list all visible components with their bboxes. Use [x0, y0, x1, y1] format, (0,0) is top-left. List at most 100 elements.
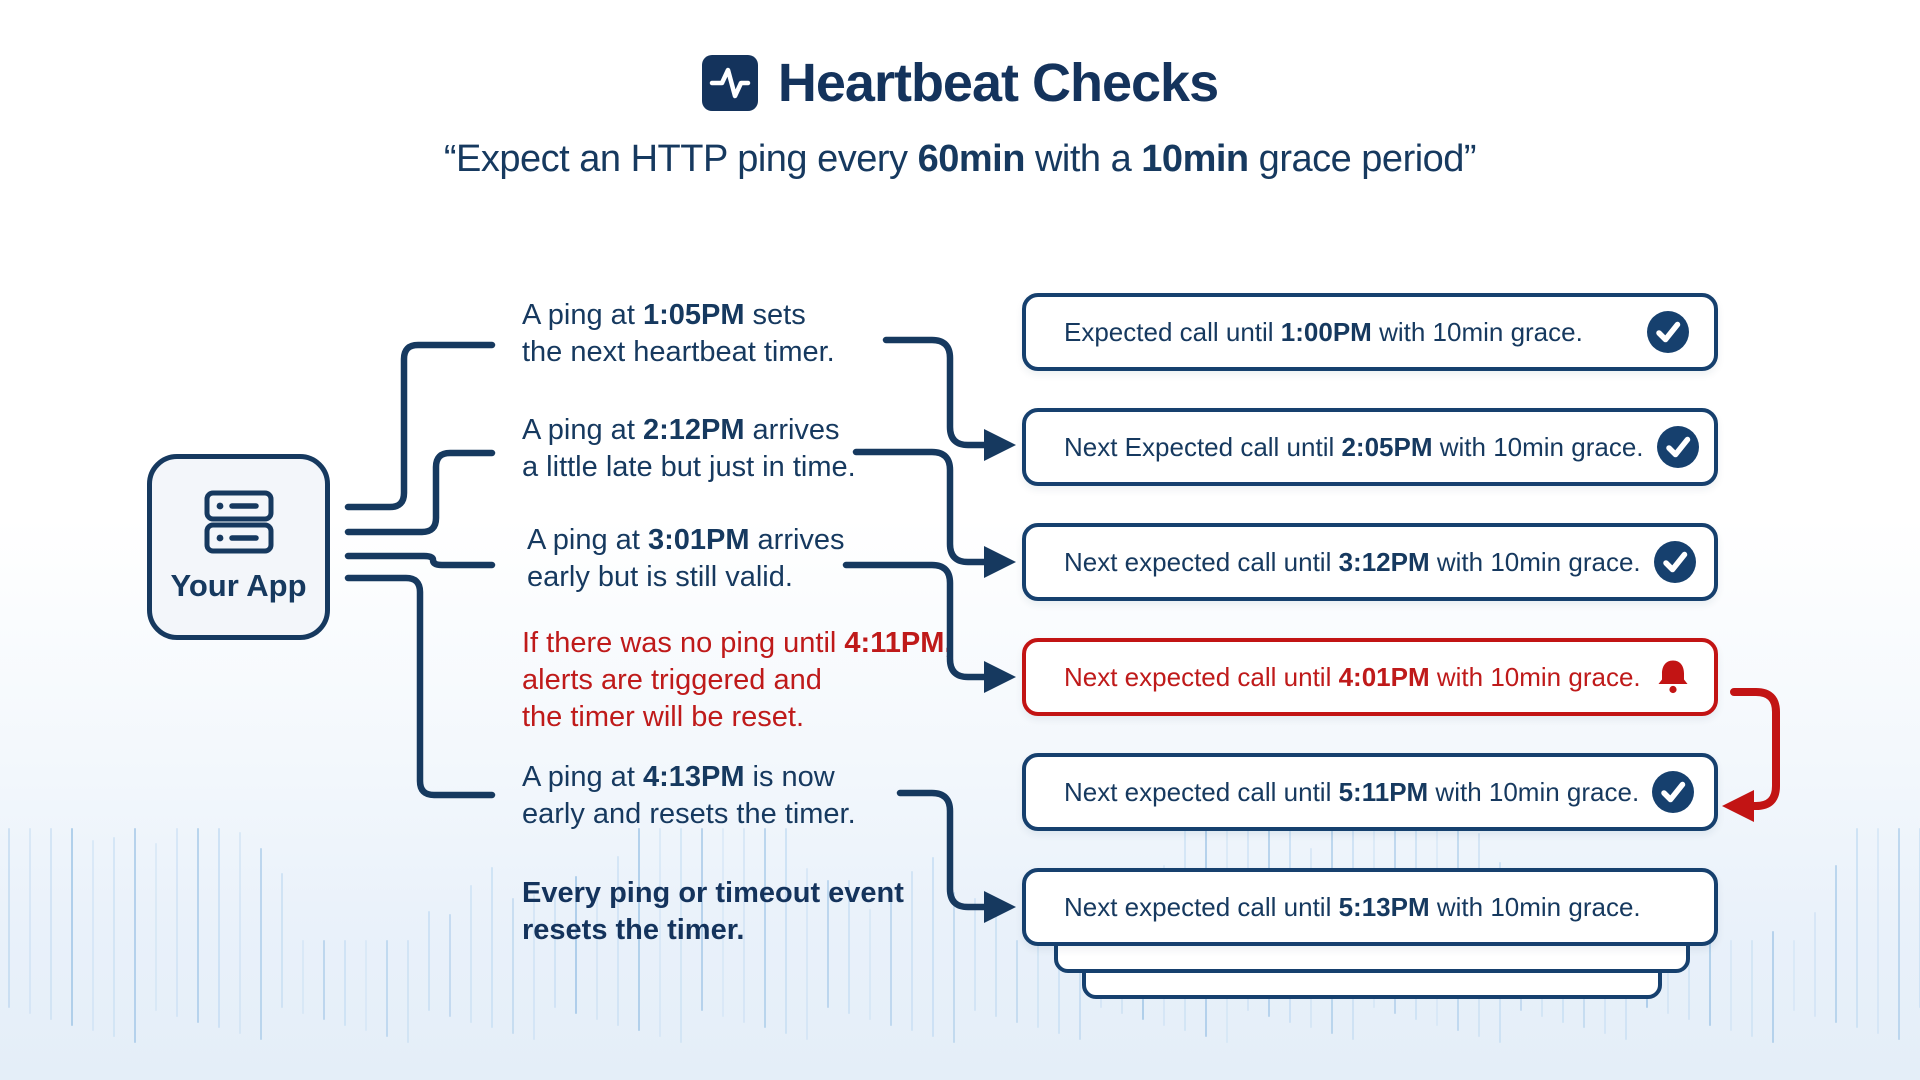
waveform-bar	[134, 828, 136, 1044]
bracket-note-2	[344, 449, 496, 536]
waveform-bar	[512, 898, 514, 1035]
waveform-bar	[1709, 899, 1711, 1026]
waveform-bar	[848, 880, 850, 1014]
waveform-bar	[1058, 940, 1060, 1035]
note-line: alerts are triggered and	[522, 664, 822, 696]
waveform-bar	[1079, 940, 1081, 1041]
waveform-bar	[1793, 940, 1795, 1011]
header: Heartbeat Checks	[0, 52, 1920, 114]
waveform-bar	[239, 831, 241, 1035]
waveform-bar	[218, 828, 220, 1029]
note-text-2: A ping at 2:12PM arrives a little late bu…	[522, 412, 856, 486]
red-reset-arrow-line	[1730, 688, 1780, 810]
waveform-bar	[8, 828, 10, 1008]
timeline-box-text: Next expected call until 4:01PM with 10m…	[1064, 661, 1641, 692]
check-circle-icon	[1656, 425, 1700, 469]
red-reset-arrowhead	[1722, 790, 1754, 822]
waveform-bar	[71, 828, 73, 1026]
note-line: early but is still valid.	[527, 561, 793, 593]
waveform-bar	[974, 898, 976, 1011]
arrowhead	[984, 661, 1016, 693]
waveform-bar	[554, 889, 556, 1008]
note-line: resets the timer.	[522, 914, 745, 946]
waveform-bar	[491, 866, 493, 1029]
note-line: early and resets the timer.	[522, 798, 856, 830]
waveform-bar	[92, 840, 94, 1032]
check-circle-icon	[1651, 770, 1695, 814]
note-line: a little late but just in time.	[522, 451, 856, 483]
waveform-bar	[155, 843, 157, 1011]
pulse-icon	[701, 55, 758, 111]
timeline-box-4: Next expected call until 4:01PM with 10m…	[1022, 638, 1718, 716]
waveform-bar	[1835, 865, 1837, 1023]
app-node: Your App	[147, 454, 330, 640]
timeline-box-6: Next expected call until 5:13PM with 10m…	[1022, 868, 1718, 946]
arrowhead	[984, 891, 1016, 923]
waveform-bar	[344, 940, 346, 1026]
waveform-bar	[806, 868, 808, 1041]
waveform-bar	[302, 940, 304, 1014]
check-circle-icon	[1646, 310, 1690, 354]
note-text-6: Every ping or timeout event resets the ti…	[522, 875, 904, 949]
arrow-line-to-box-4	[842, 561, 990, 681]
bell-icon	[1653, 657, 1693, 697]
waveform-bar	[386, 940, 388, 1038]
timeline-box-text: Next expected call until 5:13PM with 10m…	[1064, 891, 1641, 922]
waveform-bar	[1856, 828, 1858, 1029]
note-text-3: A ping at 3:01PM arrives early but is sti…	[527, 522, 845, 596]
waveform-bar	[911, 871, 913, 1032]
waveform-bar	[743, 828, 745, 1023]
check-circle-icon	[1653, 540, 1697, 584]
waveform-bar	[596, 892, 598, 1020]
timeline-box-text: Next expected call until 3:12PM with 10m…	[1064, 546, 1641, 577]
waveform-bar	[680, 828, 682, 1044]
waveform-bar	[428, 910, 430, 1011]
note-text-4: If there was no ping until 4:11PM, alerts…	[522, 625, 952, 736]
waveform-bar	[176, 828, 178, 1017]
arrow-line-to-box-3	[852, 448, 990, 566]
note-line: If there was no ping until 4:11PM,	[522, 627, 953, 659]
app-label: Your App	[170, 568, 307, 603]
waveform-bar	[323, 940, 325, 1020]
arrow-line-to-box-2	[882, 336, 990, 449]
timeline-box-3: Next expected call until 3:12PM with 10m…	[1022, 523, 1718, 601]
waveform-bar	[1751, 940, 1753, 1038]
note-line: A ping at 3:01PM arrives	[527, 524, 845, 556]
waveform-bar	[470, 885, 472, 1023]
bracket-note-1	[344, 341, 496, 511]
timeline-box-text: Next expected call until 5:11PM with 10m…	[1064, 776, 1640, 807]
waveform-bar	[785, 828, 787, 1035]
note-line: A ping at 1:05PM sets	[522, 299, 806, 331]
timeline-box-text: Expected call until 1:00PM with 10min gr…	[1064, 316, 1583, 347]
waveform-bar	[449, 913, 451, 1017]
timeline-box-5: Next expected call until 5:11PM with 10m…	[1022, 753, 1718, 831]
note-line: A ping at 2:12PM arrives	[522, 414, 840, 446]
timeline-box-2: Next Expected call until 2:05PM with 10m…	[1022, 408, 1718, 486]
waveform-bar	[932, 857, 934, 1038]
bracket-note-5	[344, 574, 496, 799]
waveform-bar	[1814, 912, 1816, 1017]
waveform-bar	[197, 828, 199, 1023]
waveform-bar	[1772, 931, 1774, 1044]
waveform-bar	[533, 894, 535, 1041]
waveform-bar	[575, 876, 577, 1014]
waveform-bar	[827, 880, 829, 1008]
waveform-bar	[29, 828, 31, 1014]
waveform-bar	[1016, 940, 1018, 1023]
waveform-bar	[701, 828, 703, 1011]
waveform-bar	[953, 892, 955, 1044]
waveform-bar	[260, 847, 262, 1041]
timeline-box-text: Next Expected call until 2:05PM with 10m…	[1064, 431, 1644, 462]
waveform-bar	[869, 909, 871, 1020]
subtitle: “Expect an HTTP ping every 60min with a …	[443, 138, 1477, 180]
waveform-bar	[890, 890, 892, 1026]
waveform-bar	[722, 828, 724, 1017]
note-line: the timer will be reset.	[522, 701, 805, 733]
note-line: Every ping or timeout event	[522, 877, 904, 909]
waveform-bar	[1730, 940, 1732, 1032]
timeline-box-1: Expected call until 1:00PM with 10min gr…	[1022, 293, 1718, 371]
